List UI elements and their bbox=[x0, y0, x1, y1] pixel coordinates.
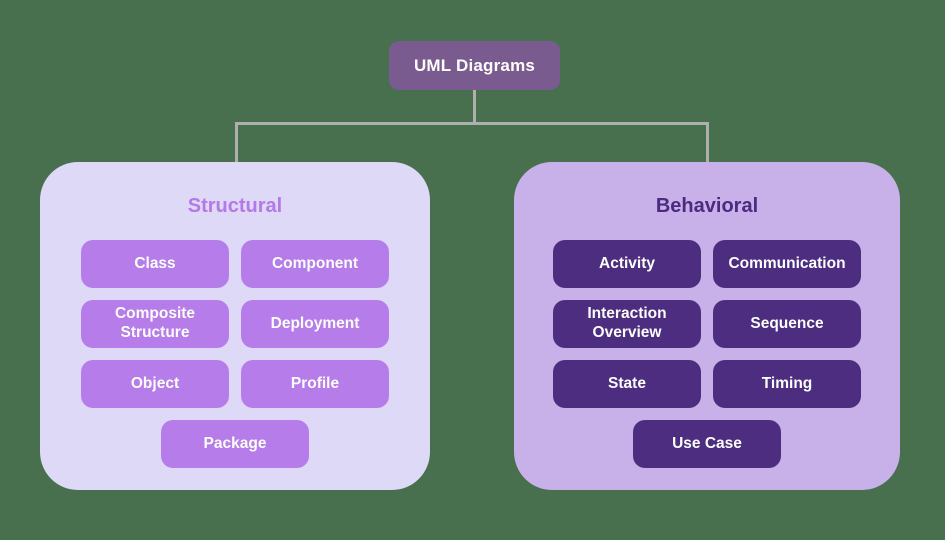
node-profile: Profile bbox=[241, 360, 389, 408]
node-communication: Communication bbox=[713, 240, 861, 288]
node-component: Component bbox=[241, 240, 389, 288]
panel-title-behavioral: Behavioral bbox=[655, 195, 759, 217]
node-activity: Activity bbox=[553, 240, 701, 288]
node-object: Object bbox=[81, 360, 229, 408]
node-composite-structure: Composite Structure bbox=[81, 300, 229, 348]
panel-behavioral: Behavioral Activity Communication Intera… bbox=[514, 162, 900, 490]
node-class: Class bbox=[81, 240, 229, 288]
node-state: State bbox=[553, 360, 701, 408]
behavioral-node-grid: Activity Communication Interaction Overv… bbox=[514, 240, 900, 468]
node-interaction-overview: Interaction Overview bbox=[553, 300, 701, 348]
node-deployment: Deployment bbox=[241, 300, 389, 348]
node-package: Package bbox=[161, 420, 309, 468]
node-sequence: Sequence bbox=[713, 300, 861, 348]
root-node-label: UML Diagrams bbox=[413, 55, 536, 75]
structural-node-grid: Class Component Composite Structure Depl… bbox=[40, 240, 430, 468]
connector-drop-structural bbox=[235, 122, 238, 163]
node-timing: Timing bbox=[713, 360, 861, 408]
connector-stem bbox=[473, 90, 476, 124]
connector-horizontal-bar bbox=[235, 122, 709, 125]
node-use-case: Use Case bbox=[633, 420, 781, 468]
panel-title-structural: Structural bbox=[187, 195, 283, 217]
root-node-uml-diagrams: UML Diagrams bbox=[389, 41, 560, 90]
connector-drop-behavioral bbox=[706, 122, 709, 163]
panel-structural: Structural Class Component Composite Str… bbox=[40, 162, 430, 490]
